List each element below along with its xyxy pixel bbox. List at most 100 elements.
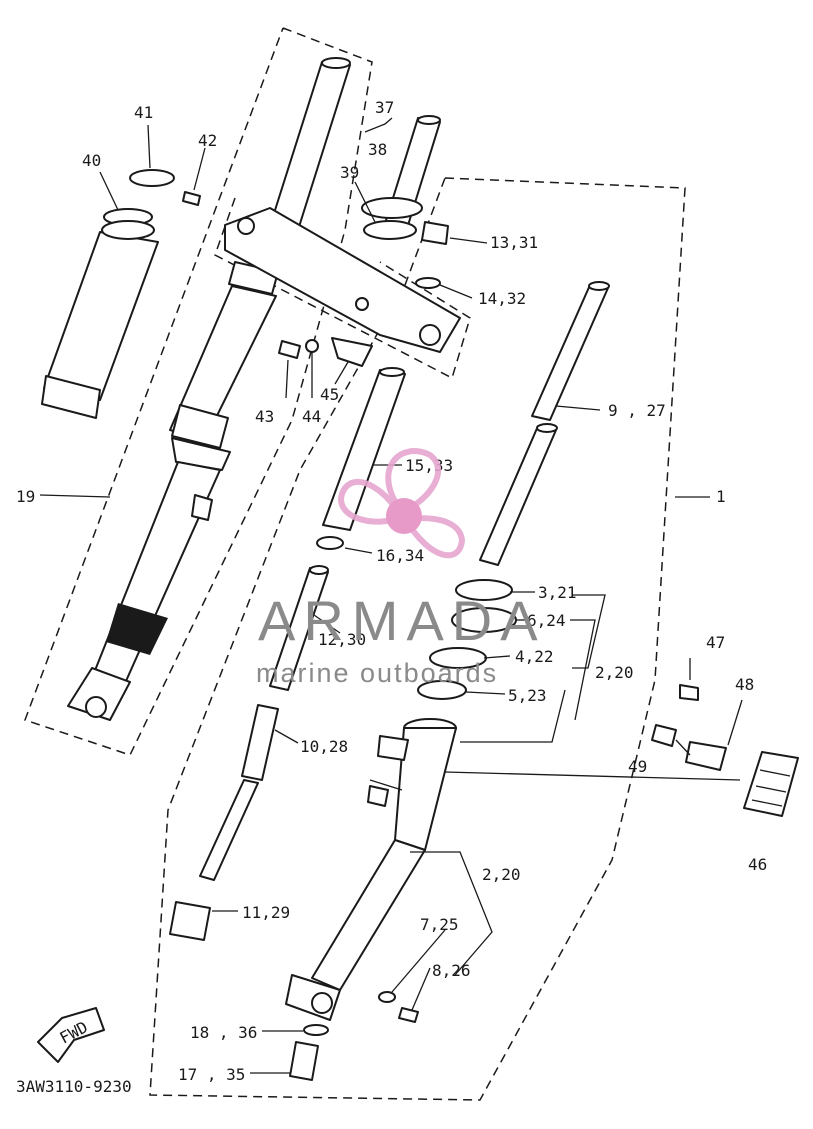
callout-4-22: 4,22 bbox=[515, 647, 554, 666]
armada-propeller-logo bbox=[338, 448, 466, 559]
bracket-center-hole bbox=[355, 297, 369, 311]
callout-1: 1 bbox=[716, 487, 726, 506]
callout-7-25: 7,25 bbox=[420, 915, 459, 934]
callout-3-21: 3,21 bbox=[538, 583, 577, 602]
inner-tube-9-top bbox=[588, 281, 610, 291]
bolt-49 bbox=[651, 724, 677, 747]
callout-46: 46 bbox=[748, 855, 767, 874]
callout-15-33: 15,33 bbox=[405, 456, 453, 475]
callout-45: 45 bbox=[320, 385, 339, 404]
washer-14 bbox=[415, 277, 441, 289]
callout-48: 48 bbox=[735, 675, 754, 694]
left-inner-tube-top bbox=[321, 57, 351, 69]
spacer-16 bbox=[316, 536, 344, 550]
callout-19: 19 bbox=[16, 487, 35, 506]
right-outer-tube-lower bbox=[311, 839, 426, 991]
callout-47: 47 bbox=[706, 633, 725, 652]
callout-16-34: 16,34 bbox=[376, 546, 424, 565]
leader-lines bbox=[39, 117, 743, 1074]
circlip-3 bbox=[455, 579, 513, 601]
right-outer-tube bbox=[285, 718, 457, 1081]
callout-14-32: 14,32 bbox=[478, 289, 526, 308]
fork-cover-bottom-band bbox=[41, 375, 101, 419]
callout-2-20-upper: 2,20 bbox=[595, 663, 634, 682]
callout-labels: 41 42 40 37 38 39 13,31 14,32 43 44 45 9… bbox=[16, 98, 767, 1096]
callout-2-20-lower: 2,20 bbox=[482, 865, 521, 884]
holder-45 bbox=[331, 337, 373, 367]
seal-stack bbox=[417, 579, 517, 700]
cover-clip-41 bbox=[129, 169, 175, 187]
callout-13-31: 13,31 bbox=[490, 233, 538, 252]
bracket-right-hole bbox=[419, 324, 441, 346]
bracket-48 bbox=[685, 741, 727, 771]
damper-rod-lower bbox=[199, 779, 259, 881]
callout-12-30: 12,30 bbox=[318, 630, 366, 649]
right-axle-hole bbox=[311, 992, 333, 1014]
bearing-ring-38 bbox=[361, 197, 423, 219]
watermark-brand: ARMADA bbox=[258, 589, 546, 652]
assembly-boundary-right-fork bbox=[149, 177, 686, 1101]
diagram-code: 3AW3110-9230 bbox=[16, 1077, 132, 1096]
callout-44: 44 bbox=[302, 407, 321, 426]
bolt-8 bbox=[398, 1007, 419, 1023]
left-caliper-mount bbox=[191, 494, 213, 521]
left-tube-dark-band bbox=[106, 603, 168, 655]
callout-17-35: 17 , 35 bbox=[178, 1065, 245, 1084]
callout-49: 49 bbox=[628, 757, 647, 776]
callout-39: 39 bbox=[340, 163, 359, 182]
left-fork-assembly bbox=[67, 57, 351, 721]
left-axle-hole bbox=[85, 696, 107, 718]
fork-cover-parts bbox=[41, 169, 201, 419]
fork-spring-15-top bbox=[379, 367, 405, 377]
callout-40: 40 bbox=[82, 151, 101, 170]
screw-42 bbox=[182, 191, 201, 206]
damper-rod-12-top bbox=[309, 565, 329, 575]
oil-lock-11 bbox=[169, 901, 211, 941]
callout-43: 43 bbox=[255, 407, 274, 426]
callout-10-28: 10,28 bbox=[300, 737, 348, 756]
left-tube-collar bbox=[171, 404, 229, 449]
right-caliper-mount bbox=[367, 785, 389, 807]
bushing-5 bbox=[417, 680, 467, 700]
fork-cover-body bbox=[43, 231, 159, 401]
inner-tube-9-lower bbox=[479, 425, 557, 566]
left-inner-tube bbox=[269, 61, 351, 231]
bearing-ring-39 bbox=[363, 220, 417, 240]
steering-stem-top bbox=[417, 115, 441, 125]
fwd-arrow: FWD bbox=[37, 1007, 105, 1063]
bracket-left-hole bbox=[237, 217, 255, 235]
small-hardware bbox=[278, 221, 449, 367]
right-clamp-ear bbox=[377, 735, 409, 761]
callout-9-27: 9 , 27 bbox=[608, 401, 666, 420]
left-clamp-bracket bbox=[171, 437, 231, 471]
callout-38: 38 bbox=[368, 140, 387, 159]
callout-11-29: 11,29 bbox=[242, 903, 290, 922]
washer-7 bbox=[378, 991, 396, 1003]
reflector-assembly bbox=[651, 684, 799, 817]
steering-bracket-assembly bbox=[224, 115, 461, 353]
left-axle-lug bbox=[67, 667, 131, 721]
assembly-boundary-left-fork bbox=[24, 27, 373, 756]
bolt-17 bbox=[289, 1041, 319, 1081]
inner-tube-9 bbox=[531, 284, 609, 421]
callout-5-23: 5,23 bbox=[508, 686, 547, 705]
nut-47 bbox=[679, 684, 699, 701]
fork-cover-seal bbox=[101, 220, 155, 240]
fwd-arrow-shape bbox=[37, 1007, 105, 1063]
bolt-13 bbox=[421, 221, 449, 245]
inner-tube-9-join bbox=[536, 423, 558, 433]
armada-watermark: ARMADA marine outboards bbox=[256, 448, 546, 688]
callout-41: 41 bbox=[134, 103, 153, 122]
callout-18-36: 18 , 36 bbox=[190, 1023, 257, 1042]
callout-6-24: 6,24 bbox=[527, 611, 566, 630]
rebound-spring-10 bbox=[241, 704, 279, 781]
callout-8-26: 8,26 bbox=[432, 961, 471, 980]
callout-42: 42 bbox=[198, 131, 217, 150]
bolt-43 bbox=[278, 340, 301, 359]
washer-18 bbox=[303, 1024, 329, 1036]
callout-37: 37 bbox=[375, 98, 394, 117]
reflector-texture bbox=[751, 769, 791, 807]
reflector-46 bbox=[743, 751, 799, 817]
watermark-tagline: marine outboards bbox=[256, 658, 498, 688]
